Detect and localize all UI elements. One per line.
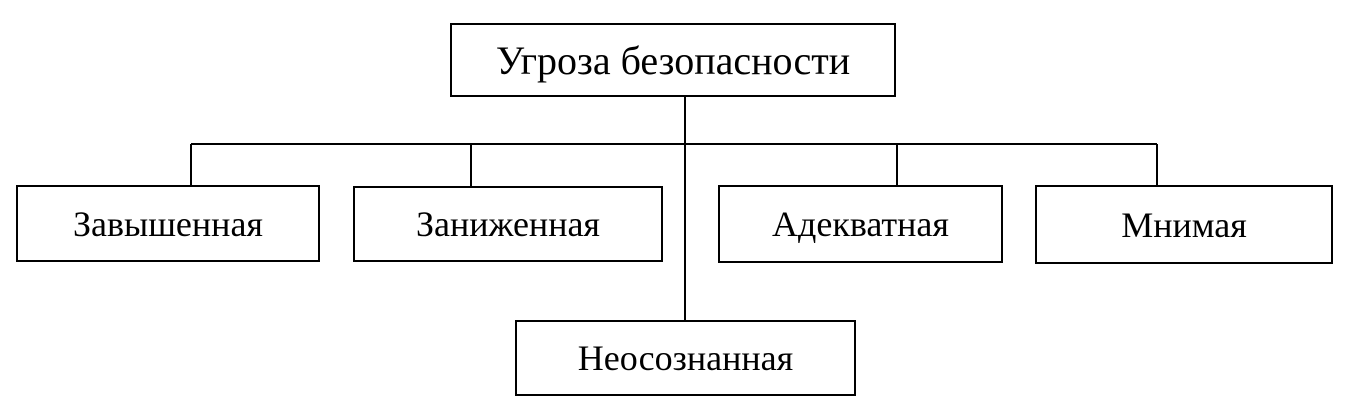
child-node-label: Заниженная <box>416 204 600 244</box>
child-node-mnimaya: Мнимая <box>1035 185 1333 264</box>
child-node-zavyshennaya: Завышенная <box>16 185 320 262</box>
child-node-label: Неосознанная <box>577 338 794 378</box>
child-node-neosoznannaya: Неосознанная <box>515 320 856 396</box>
root-node-threat: Угроза безопасности <box>450 23 896 97</box>
child-node-adekvatnaya: Адекватная <box>718 185 1003 263</box>
child-node-label: Мнимая <box>1121 204 1247 245</box>
root-node-label: Угроза безопасности <box>495 37 851 83</box>
child-node-zanizhennaya: Заниженная <box>353 186 663 262</box>
child-node-label: Адекватная <box>772 204 949 244</box>
child-node-label: Завышенная <box>73 203 263 244</box>
